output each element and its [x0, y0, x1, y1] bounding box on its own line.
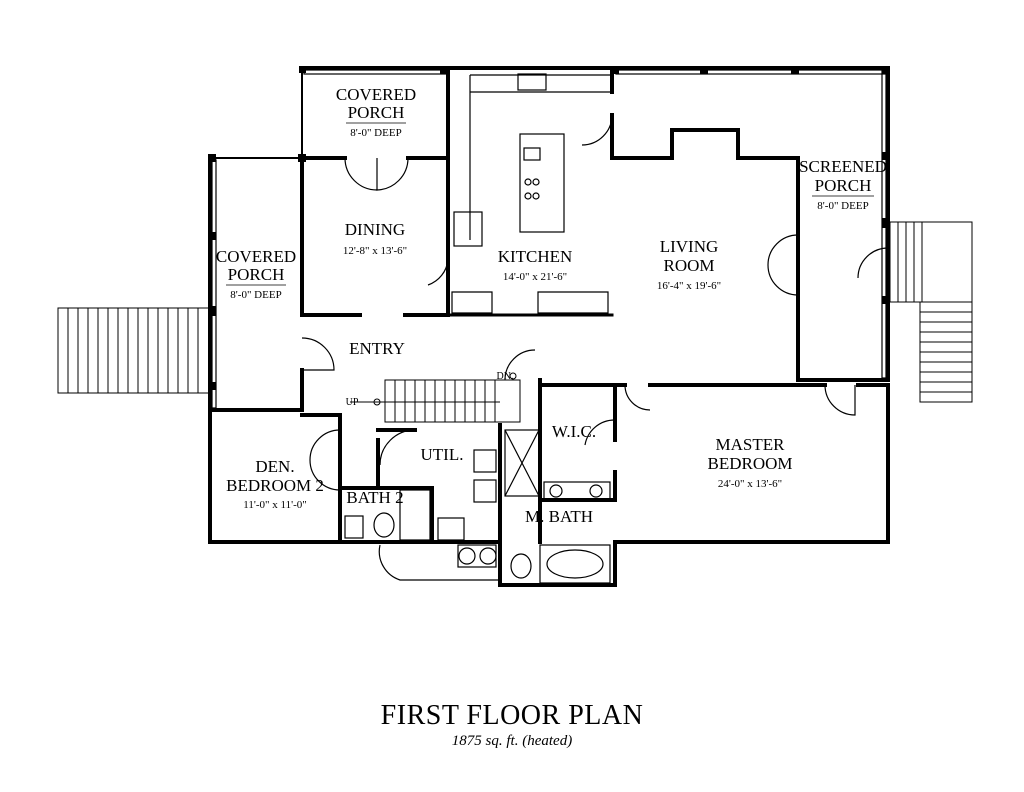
master-bedroom-label-2: BEDROOM	[707, 454, 792, 473]
covered-porch-left-label: COVERED	[216, 247, 296, 266]
door-swings	[301, 114, 889, 581]
kitchen-label: KITCHEN	[498, 247, 573, 266]
entry-label: ENTRY	[349, 339, 405, 358]
porch-railings	[211, 69, 887, 409]
screened-porch-dim: 8'-0" DEEP	[817, 200, 868, 212]
den-dim: 11'-0" x 11'-0"	[243, 499, 306, 511]
living-room-label-2: ROOM	[663, 256, 714, 275]
screened-porch-label: SCREENED	[799, 157, 887, 176]
living-room-dim: 16'-4" x 19'-6"	[657, 280, 721, 292]
den-label-2: BEDROOM 2	[226, 476, 324, 495]
kitchen-dim: 14'-0" x 21'-6"	[503, 271, 567, 283]
den-label: DEN.	[255, 457, 294, 476]
left-deck	[57, 307, 211, 394]
master-bedroom-label: MASTER	[716, 435, 786, 454]
room-labels: COVERED PORCH 8'-0" DEEP COVERED PORCH 8…	[216, 85, 887, 526]
screened-porch-label-2: PORCH	[815, 176, 872, 195]
covered-porch-left-dim: 8'-0" DEEP	[230, 289, 281, 301]
mbath-label: M. BATH	[525, 507, 593, 526]
covered-porch-top-label-2: PORCH	[348, 103, 405, 122]
interior-stair	[350, 372, 521, 423]
covered-porch-top-label: COVERED	[336, 85, 416, 104]
bath-fixtures	[344, 429, 611, 584]
porch-posts	[208, 66, 890, 390]
plan-title: FIRST FLOOR PLAN	[380, 700, 644, 731]
dining-dim: 12'-8" x 13'-6"	[343, 245, 407, 257]
stair-up-label: UP	[346, 397, 359, 408]
master-bedroom-dim: 24'-0" x 13'-6"	[718, 478, 782, 490]
living-room-label: LIVING	[660, 237, 719, 256]
dining-label: DINING	[345, 220, 405, 239]
bath2-label: BATH 2	[346, 488, 403, 507]
plan-subtitle: 1875 sq. ft. (heated)	[451, 733, 573, 749]
kitchen-cabinets	[451, 73, 612, 314]
wic-label: W.I.C.	[552, 422, 596, 441]
plan-title-block: FIRST FLOOR PLAN 1875 sq. ft. (heated)	[0, 700, 1024, 750]
covered-porch-top-dim: 8'-0" DEEP	[350, 127, 401, 139]
util-label: UTIL.	[421, 445, 464, 464]
right-stairs	[889, 221, 973, 403]
covered-porch-left-label-2: PORCH	[228, 265, 285, 284]
stair-down-label: DN.	[497, 371, 514, 382]
